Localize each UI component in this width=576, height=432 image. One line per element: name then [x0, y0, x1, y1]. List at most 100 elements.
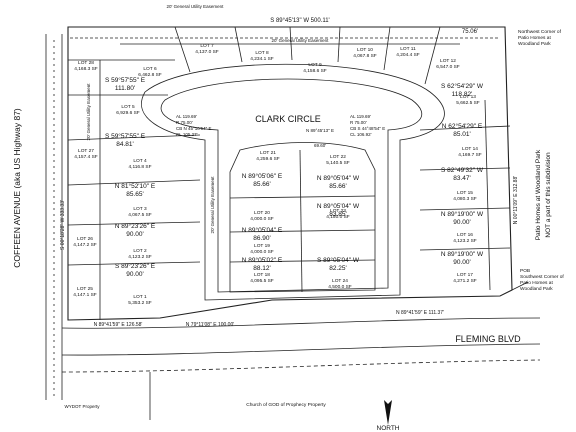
lot-line [337, 26, 341, 63]
lot-line [67, 221, 201, 226]
lot-bearing: N 89°05'04" E [242, 226, 283, 234]
coffeen-avenue-label: COFFEEN AVENUE (aka US Highway 87) [12, 108, 22, 268]
note-text: Woodland Park [520, 286, 553, 292]
lot-bearing: N 89°19'00" W [441, 250, 484, 258]
church-property-label: Church of GOD of Prophecy Property [246, 402, 326, 408]
lot-bearing: 90.00' [453, 259, 471, 266]
note-text: Patio Homes at Woodland Park [535, 149, 542, 240]
lot-line [484, 99, 491, 291]
note-text: Southwest Corner of [520, 274, 564, 280]
west-boundary-bearing: S 00°18'28" W 333.33' [60, 200, 66, 250]
lot-label: LOT 14 [462, 146, 478, 152]
lot-area: 5,662.5 SF [456, 100, 480, 106]
lot-line [419, 207, 511, 211]
lot-bearing: 83.47' [453, 175, 471, 182]
lot-bearing: S 59°57'55" E [105, 76, 146, 84]
lot-line [419, 167, 511, 171]
fleming-blvd-label: FLEMING BLVD [455, 334, 521, 344]
north-boundary-bearing: S 89°45'13" W 500.11' [270, 18, 329, 24]
clark-circle-outer-curb [141, 63, 445, 301]
nw-distance: 75.06' [462, 29, 478, 35]
lot-label: LOT 25 [77, 286, 93, 292]
lot-bearing: 83.85' [329, 211, 347, 218]
lot-area: 4,147.2 SF [73, 242, 97, 248]
lot-bearing: 85.65' [126, 191, 144, 198]
lot-label: LOT 21 [260, 150, 276, 156]
lot-label: LOT 19 [254, 243, 270, 249]
lot-area: 4,067.5 SF [128, 212, 152, 218]
west-curve-data: AL 119.69' R 75.00' CB N 45°10'54" E CL … [176, 114, 212, 137]
curve-text: AL 119.69' [350, 114, 371, 119]
lot-area: 4,116.8 SF [128, 164, 151, 170]
lot-label: LOT 8 [255, 50, 269, 56]
lot-area: 4,204.4 SF [396, 52, 420, 58]
lot-label: LOT 9 [308, 62, 322, 68]
lot-area: 5,140.5 SF [326, 160, 350, 166]
lot-line [67, 261, 201, 266]
note-text: Patio Homes at [518, 35, 551, 41]
lot-bearing: 84.81' [116, 141, 134, 148]
lot-bearing: 82.25' [329, 265, 347, 272]
lot-bearing: 86.90' [253, 235, 271, 242]
lot-label: LOT 7 [200, 43, 214, 49]
pob-leader [511, 281, 529, 291]
curve-text: CL 105.27' [176, 132, 198, 137]
lot-line [419, 125, 511, 131]
south-west-bearing: N 89°41'59" E 126.58' [94, 322, 143, 328]
not-part-note: Patio Homes at Woodland Park NOT a part … [535, 149, 552, 240]
lot-label: LOT 22 [330, 154, 346, 160]
lot-bearing: 90.00' [126, 271, 144, 278]
lot-area: 4,147.1 SF [73, 292, 97, 298]
lot-area: 4,500.0 SF [328, 284, 352, 290]
curve-text: R 75.00' [350, 120, 367, 125]
lot-bearing: 85.66' [329, 183, 347, 190]
lot-area: 6,929.6 SF [116, 110, 140, 116]
lot-area: 4,169.7 SF [458, 152, 482, 158]
inner-easement-label: 20' General Utility Easement [272, 38, 330, 43]
lot-label: LOT 4 [133, 158, 147, 164]
lot-bearing: S 59°57'55" E [105, 132, 146, 140]
lot-line [299, 149, 303, 293]
lot-area: 4,259.6 SF [256, 156, 280, 162]
interior-block [229, 142, 376, 293]
lot-bearing: S 89°05'04" W [317, 256, 360, 264]
fleming-blvd-north-edge [61, 317, 541, 329]
lot-area: 5,353.2 SF [128, 300, 152, 306]
mid-easement-label: 20' General Utility Easement [210, 176, 215, 234]
note-text: NOT a part of this subdivision [545, 152, 552, 238]
lot-area: 4,000.0 SF [250, 249, 274, 255]
east-boundary-bearing: N 00°11'09" E 312.88' [513, 176, 519, 224]
subdivision-boundary [67, 26, 513, 321]
lot-label: LOT 16 [457, 232, 473, 238]
north-arrow-icon [384, 400, 392, 425]
lot-line [234, 26, 243, 63]
lot-bearing: 90.00' [453, 219, 471, 226]
lot-line [419, 247, 511, 251]
pob-note: POB Southwest Corner of Patio Homes at W… [520, 268, 564, 292]
lot-bearing: N 81°52'10" E [115, 182, 156, 190]
south-arc-bearing: N 79°11'08" E 100.00' [186, 322, 234, 328]
lot-bearing: N 89°19'00" W [441, 210, 484, 218]
north-easement-label: 20' General Utility Easement [167, 4, 225, 9]
lot-area: 4,158.6 SF [303, 68, 327, 74]
lot-label: LOT 20 [254, 210, 270, 216]
curve-text: R 75.00' [176, 120, 193, 125]
lot-label: LOT 6 [143, 66, 157, 72]
lot-bearing: N 89°05'06" E [242, 172, 283, 180]
lot-label: LOT 12 [440, 58, 456, 64]
lot-line [174, 26, 191, 73]
lot-bearings: N 81°52'10" E 85.65' N 89°23'26" E 90.00… [105, 76, 484, 278]
north-arrow-label: NORTH [377, 425, 400, 432]
lot-line [229, 229, 376, 233]
lot-area: 4,150.0 SF [326, 214, 350, 220]
lot-area: 4,157.4 SF [74, 154, 98, 160]
lot-label: LOT 11 [400, 46, 416, 52]
lot-line [289, 26, 293, 61]
lot-bearing: N 89°05'04" W [317, 202, 360, 210]
lot-label: LOT 18 [254, 272, 270, 278]
nw-corner-note: Northwest Corner of Patio Homes at Woodl… [518, 29, 562, 47]
clark-circle-inner-curb [160, 78, 423, 293]
lot-label: LOT 1 [133, 294, 147, 300]
